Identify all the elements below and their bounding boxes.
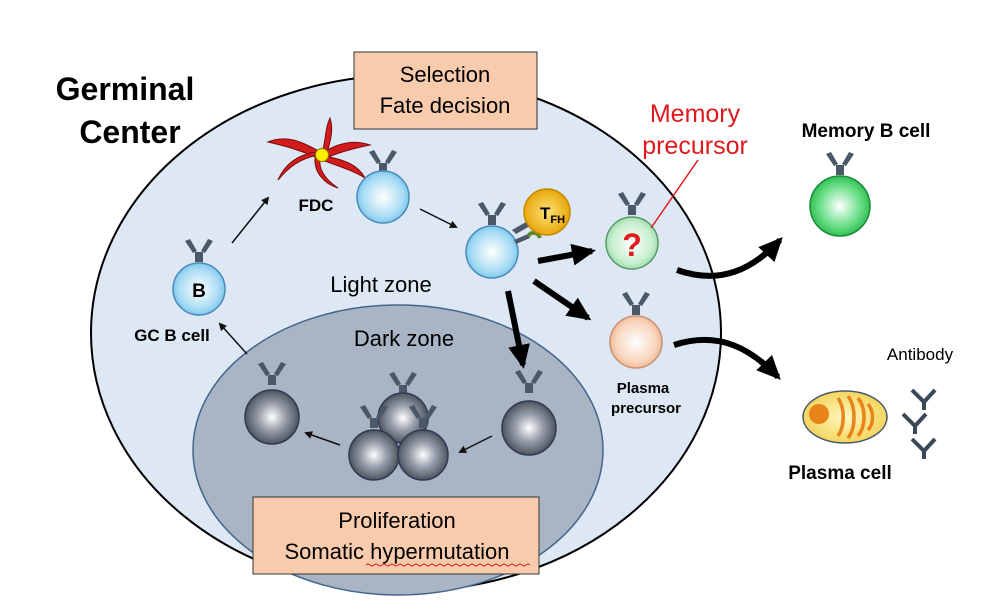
tfh-label-main: T	[540, 204, 551, 223]
dark-zone-cell-left	[244, 362, 300, 445]
proliferation-box-line-1: Proliferation	[338, 508, 455, 533]
antibody-icon-1	[910, 388, 937, 410]
memory-precursor-question: ?	[622, 227, 642, 263]
proliferation-box-line-2: Somatic hypermutation	[285, 539, 510, 564]
memory-b-cell-label: Memory B cell	[802, 121, 931, 142]
light-zone-label: Light zone	[330, 272, 432, 297]
arrow-fdc-cell-to-tfh-cell	[419, 208, 458, 228]
antibody-icon-2	[901, 412, 928, 434]
b-cell-letter: B	[192, 281, 206, 302]
plasma-precursor-label-1: Plasma	[617, 380, 670, 397]
curved-arrow-to-memory-b	[676, 237, 783, 279]
tfh-cell	[512, 188, 571, 244]
title-line-1: Germinal	[56, 71, 195, 107]
title-line-2: Center	[79, 114, 180, 150]
arrow-dark-to-b	[218, 322, 248, 355]
selection-box	[353, 51, 538, 130]
memory-b-cell	[809, 152, 871, 237]
tfh-bound-cell	[465, 202, 519, 279]
memory-precursor-cell	[605, 192, 659, 270]
memory-precursor-pointer	[650, 159, 699, 229]
selection-box-line-1: Selection	[400, 62, 491, 87]
memory-precursor-label-2: precursor	[642, 132, 748, 160]
gc-b-cell	[172, 239, 226, 316]
tfh-label: TFH	[540, 204, 565, 226]
plasma-cell-label: Plasma cell	[788, 463, 892, 484]
bold-arrow-to-dark-zone	[505, 290, 530, 369]
dark-zone-cell-cluster	[348, 372, 449, 481]
curved-arrow-to-plasma-cell	[673, 336, 781, 380]
arrow-right-to-cluster	[458, 435, 493, 453]
selection-box-line-2: Fate decision	[380, 93, 511, 118]
arrow-cluster-to-left	[304, 431, 341, 446]
dark-zone-cell-right	[501, 370, 557, 456]
dark-zone-label: Dark zone	[354, 326, 454, 351]
tfh-label-sub: FH	[550, 214, 565, 226]
arrow-b-to-fdc	[231, 196, 270, 244]
antibody-label: Antibody	[887, 345, 954, 364]
memory-precursor-label-1: Memory	[650, 100, 741, 128]
fdc-label: FDC	[299, 196, 334, 215]
plasma-precursor-label-2: precursor	[611, 400, 681, 417]
bold-arrow-to-memory-precursor	[537, 243, 596, 266]
plasma-cell	[802, 390, 888, 444]
bold-arrow-to-plasma-precursor	[532, 278, 592, 321]
proliferation-box	[252, 496, 540, 575]
spellcheck-squiggle	[365, 563, 531, 567]
antibody-icon-3	[910, 437, 937, 459]
gc-b-cell-label: GC B cell	[134, 326, 210, 345]
cell-fdc-bound	[356, 150, 410, 224]
fdc-cell	[266, 116, 372, 189]
plasma-precursor-cell	[609, 292, 663, 369]
